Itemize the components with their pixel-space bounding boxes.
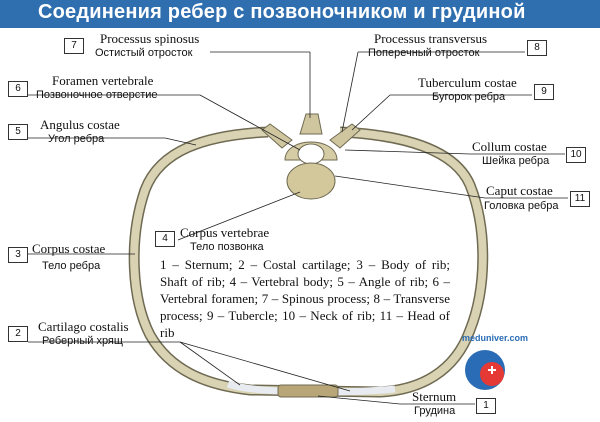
page-title: Соединения ребер с позвоночником и груди…: [38, 1, 526, 23]
label-sternum: Sternum: [412, 389, 457, 404]
leader-lines: [28, 51, 568, 405]
transverse-process-left: [261, 123, 293, 149]
number-badge-1: 1: [476, 398, 496, 414]
label-grudina: Грудина: [414, 405, 456, 417]
cartilage-right: [334, 385, 396, 396]
cartilage-left: [226, 380, 281, 395]
label-ugol-rebra: Угол ребра: [48, 133, 105, 145]
sternum-shape: [277, 384, 339, 398]
label-bugorok-rebra: Бугорок ребра: [432, 91, 506, 103]
number-badge-10: 10: [566, 147, 586, 163]
label-pozvonochnoe-otverstie: Позвоночное отверстие: [36, 89, 158, 101]
number-badge-8: 8: [527, 40, 547, 56]
label-sheyka-rebra: Шейка ребра: [482, 155, 550, 167]
label-poperechny-otrostok: Поперечный отросток: [368, 47, 480, 59]
label-telo-rebra: Тело ребра: [42, 260, 101, 272]
label-ostisty-otrostok: Остистый отросток: [95, 47, 193, 59]
label-foramen-vertebrale: Foramen vertebrale: [52, 73, 154, 88]
legend-text: 1 – Sternum; 2 – Costal cartilage; 3 – B…: [160, 257, 450, 340]
number-badge-11: 11: [570, 191, 590, 207]
vertebral-foramen: [297, 143, 325, 165]
number-badge-5: 5: [8, 124, 28, 140]
number-badge-2: 2: [8, 326, 28, 342]
label-caput-costae: Caput costae: [486, 183, 553, 198]
label-processus-transversus: Processus transversus: [374, 31, 488, 46]
watermark-text: meduniver.com: [462, 333, 529, 343]
label-angulus-costae: Angulus costae: [40, 117, 120, 132]
label-collum-costae: Collum costae: [472, 139, 547, 154]
number-badge-4: 4: [155, 231, 175, 247]
vertebral-body: [286, 162, 336, 200]
label-telo-pozvonka: Тело позвонка: [190, 241, 264, 253]
label-reberny-khryashch: Реберный хрящ: [42, 335, 123, 347]
number-badge-3: 3: [8, 247, 28, 263]
number-badge-6: 6: [8, 81, 28, 97]
title-bar: Соединения ребер с позвоночником и груди…: [0, 0, 600, 28]
spinous-process: [299, 113, 323, 135]
label-cartilago-costalis: Cartilago costalis: [38, 319, 129, 334]
number-badge-9: 9: [534, 84, 554, 100]
meduniver-logo: [465, 350, 505, 390]
label-processus-spinosus: Processus spinosus: [100, 31, 200, 46]
label-tuberculum-costae: Tuberculum costae: [418, 75, 517, 90]
label-golovka-rebra: Головка ребра: [484, 200, 559, 212]
label-corpus-costae: Corpus costae: [32, 241, 106, 256]
label-corpus-vertebrae: Corpus vertebrae: [180, 225, 270, 240]
number-badge-7: 7: [64, 38, 84, 54]
